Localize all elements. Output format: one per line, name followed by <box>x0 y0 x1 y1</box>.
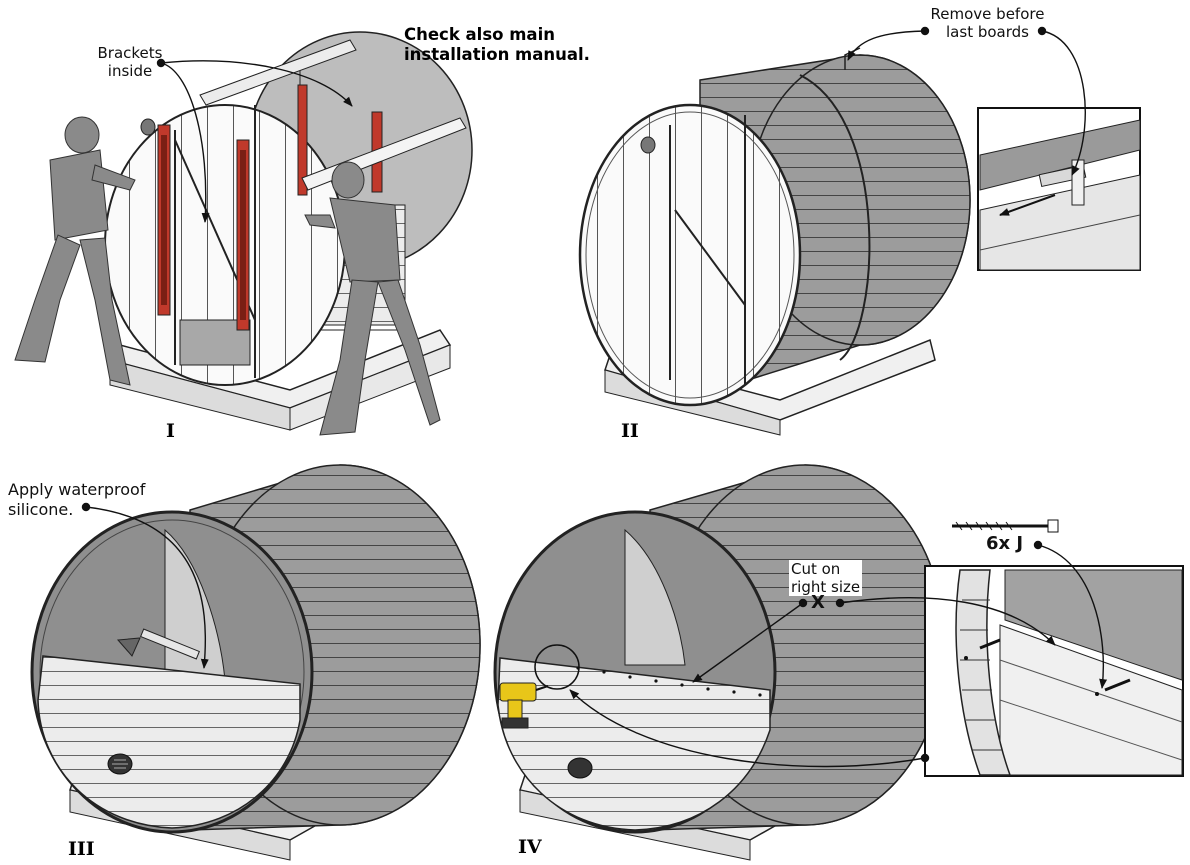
manual-note-line-1: Check also main <box>404 25 555 44</box>
manual-note: Check also main installation manual. <box>404 25 590 65</box>
callout-remove-line-1: Remove before <box>930 5 1045 23</box>
callout-cut-line-1: Cut on <box>791 560 841 578</box>
callout-remove: Remove before last boards <box>925 5 1050 41</box>
inset-rim <box>955 569 1012 776</box>
vent-4 <box>567 757 593 779</box>
lower-wall-boards-4 <box>497 657 771 831</box>
step-3-illustration <box>30 464 481 861</box>
callout-silicone: Apply waterproof silicone. <box>8 480 145 520</box>
worker-left-figure <box>14 116 136 386</box>
callout-cut-line-2: right size <box>791 578 861 596</box>
screw-j-icon <box>952 519 1059 533</box>
cordless-drill <box>499 682 549 729</box>
callout-silicone-line-1: Apply waterproof <box>8 480 146 499</box>
step-numeral-4: IV <box>518 836 542 858</box>
step-2-illustration <box>578 47 1141 436</box>
step-numeral-3: III <box>68 838 95 860</box>
lower-wall-boards-3 <box>37 655 301 829</box>
spirit-level-back <box>297 84 308 196</box>
step-numeral-1: I <box>166 420 175 442</box>
step-4-illustration <box>493 464 1184 861</box>
cut-marker-x: X <box>811 592 825 613</box>
step-1-illustration <box>14 31 473 436</box>
worker-right-figure <box>304 161 441 436</box>
manual-note-line-2: installation manual. <box>404 45 590 64</box>
callout-remove-line-2: last boards <box>946 23 1029 41</box>
callout-brackets: Brackets inside <box>96 44 164 80</box>
roof-beam <box>199 39 357 106</box>
screw-marks-row <box>576 666 762 697</box>
callout-brackets-line-2: inside <box>107 62 153 80</box>
step-numeral-2: II <box>621 420 639 442</box>
callout-brackets-line-1: Brackets <box>97 44 163 62</box>
callout-cut: Cut on right size <box>789 560 863 596</box>
callout-silicone-line-2: silicone. <box>8 500 74 519</box>
caulk-gun <box>116 628 200 660</box>
front-face-2 <box>578 103 802 407</box>
callout-leaders <box>81 26 1108 768</box>
callout-screws: 6x J <box>986 533 1024 554</box>
